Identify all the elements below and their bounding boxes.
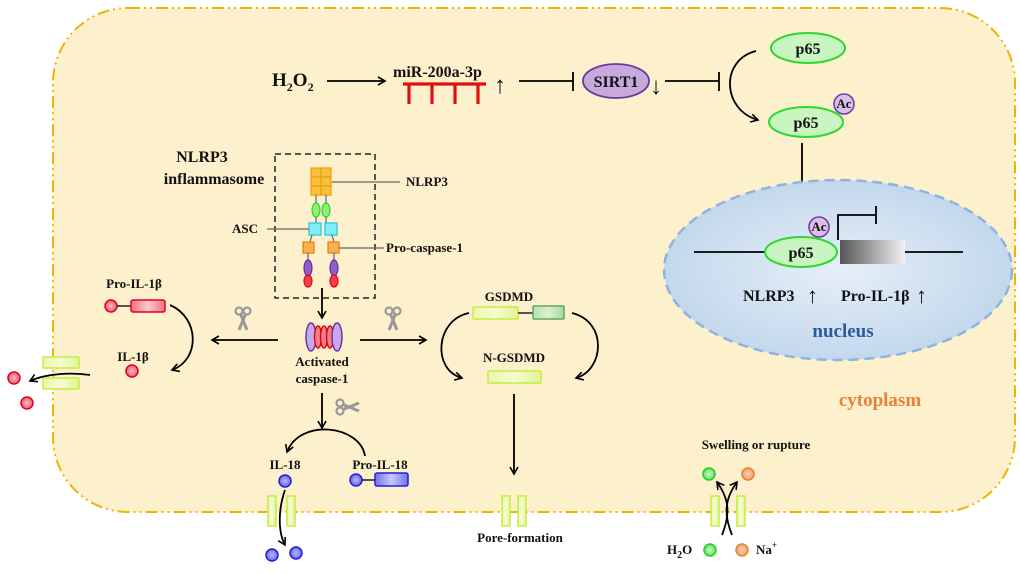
mirna-icon [403,82,486,104]
activated-caspase1-label-line2: caspase-1 [296,371,349,386]
il18-label: IL-18 [269,457,301,472]
pro-il1b-ball [104,299,118,313]
nlrp3-label: NLRP3 [406,174,448,189]
gsdmd-cleavage-curve-right [571,312,599,381]
gsdmd-cleavage-curve-left [440,312,470,381]
inflammasome-title-line2: inflammasome [164,171,264,188]
p65-acetylated-node [768,106,844,138]
p65-nucleus-node [764,236,838,268]
il1b-released-ball-2 [20,396,34,410]
asc-label: ASC [232,221,258,236]
pore-formation-label: Pore-formation [477,530,563,545]
pro-il1b-domain [130,299,166,313]
ac-badge-nucleus-label: Ac [811,219,826,234]
il18-ball [278,474,292,488]
na-outside-ball [735,543,749,557]
sirt1-down-arrow: ↓ [650,74,662,100]
nucleus-gene-nlrp3: NLRP3 [743,288,795,305]
il1b-label: IL-1β [117,349,149,364]
il18-release-arrow [277,489,287,547]
sirt1-label: SIRT1 [594,74,639,91]
pro-il18-label: Pro-IL-18 [352,457,408,472]
na-inside-ball [741,467,755,481]
h2o2-label: H2O2 [272,70,314,94]
inflammasome-complex-icon [302,167,340,288]
il1b-ball [125,364,139,378]
pro-il1b-up-arrow: ↑ [916,283,927,308]
sirt1-inhibits-deacetylation [665,72,720,91]
inflammasome-box [274,153,376,299]
il1b-cleavage-curve [169,304,194,373]
nlrp3-up-arrow: ↑ [807,283,818,308]
h2o-inside-ball [702,467,716,481]
mirna-inhibits-sirt1 [519,72,574,91]
ac-badge-label: Ac [836,96,851,111]
mirna-label: miR-200a-3p [393,64,482,81]
gsdmd-c-domain [532,305,565,320]
nucleus [662,178,1014,362]
na-influx-arrow [725,480,738,536]
transcription-start-icon [837,206,877,240]
nucleus-gene-pro-il1b: Pro-IL-1β [841,288,910,305]
pro-il18-domain [374,472,409,487]
pro-il1b-label: Pro-IL-1β [106,276,162,291]
pro-caspase1-label: Pro-caspase-1 [386,240,463,255]
ac-badge [833,93,855,115]
activated-caspase1-label-line1: Activated [295,354,349,369]
acetylation-curve-arrow [729,50,760,123]
pore-il18-right [286,495,296,527]
pore-left-bottom [42,377,80,390]
na-outside-label: Na+ [756,540,777,557]
pore-swelling-right [736,495,746,527]
gsdmd-n-domain [472,306,519,320]
cell-membrane [52,7,1016,513]
p65-acetylated-label: p65 [794,115,819,132]
nucleus-label: nucleus [812,321,873,342]
il18-cleavage-curve [284,428,366,457]
il18-released-ball-1 [265,548,279,562]
il1b-released-ball-1 [7,371,21,385]
il1b-release-arrow [28,372,91,383]
il18-released-ball-2 [289,546,303,560]
cytoplasm-label: cytoplasm [839,390,922,411]
promoter-gene-box [840,240,905,264]
inflammasome-title-line1: NLRP3 [176,149,228,166]
pore-center-right [517,495,527,527]
pore-swelling-left [710,495,720,527]
p65-node [770,32,846,64]
sirt1-node [582,63,650,99]
pro-il18-ball [349,473,363,487]
h2o-outside-ball [703,543,717,557]
ac-badge-nucleus [808,216,830,238]
p65-label: p65 [796,41,821,58]
mirna-up-arrow: ↑ [494,73,506,99]
n-gsdmd-domain [487,370,542,384]
gsdmd-label: GSDMD [485,289,533,304]
n-gsdmd-label: N-GSDMD [483,350,545,365]
h2o-outside-label: H2O [667,542,692,561]
pore-left-top [42,356,80,369]
activated-caspase1-icon [305,322,343,352]
pore-center-left [501,495,511,527]
swelling-rupture-label: Swelling or rupture [702,437,811,452]
pore-il18-left [267,495,277,527]
p65-nucleus-label: p65 [789,245,814,262]
